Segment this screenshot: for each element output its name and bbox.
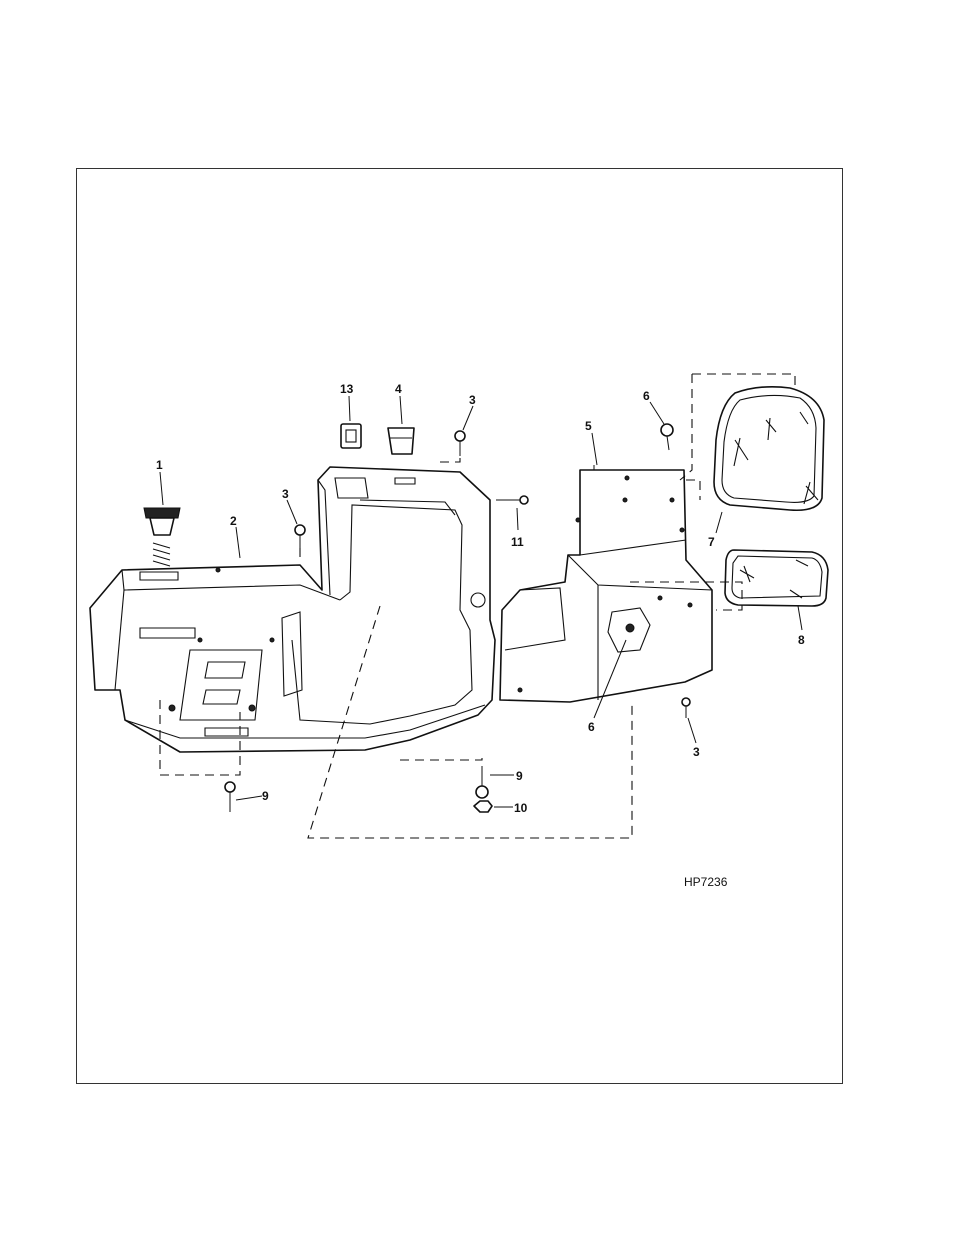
callout-11: 11 (511, 535, 524, 549)
screw-part-3-right (682, 698, 690, 718)
callout-9-center: 9 (516, 769, 523, 783)
callout-13: 13 (340, 382, 354, 396)
lens-part-7 (714, 387, 824, 510)
callout-8: 8 (798, 633, 805, 647)
bolt-part-9-left (225, 782, 235, 812)
callout-3-top: 3 (469, 393, 476, 407)
callout-5: 5 (585, 419, 592, 433)
callout-3-right: 3 (693, 745, 700, 759)
callout-2: 2 (230, 514, 237, 528)
callout-4: 4 (395, 382, 402, 396)
callout-9-left: 9 (262, 789, 269, 803)
nut-part-10 (474, 801, 492, 812)
bolt-part-9-center (476, 766, 488, 798)
callout-10: 10 (514, 801, 528, 815)
callout-7: 7 (708, 535, 715, 549)
callout-1: 1 (156, 458, 163, 472)
lens-part-8 (725, 550, 828, 606)
knob-part-1 (144, 508, 180, 566)
screw-part-3-top (455, 431, 465, 456)
callout-6-bottom: 6 (588, 720, 595, 734)
figure-id: HP7236 (684, 875, 728, 889)
screw-part-11 (496, 496, 528, 504)
callout-3-left: 3 (282, 487, 289, 501)
housing-part-5 (500, 465, 712, 702)
callout-6-top: 6 (643, 389, 650, 403)
screw-part-3-left (295, 525, 305, 548)
bolt-part-6 (661, 424, 673, 450)
switch-part-13 (341, 424, 361, 448)
plug-part-4 (388, 428, 414, 454)
